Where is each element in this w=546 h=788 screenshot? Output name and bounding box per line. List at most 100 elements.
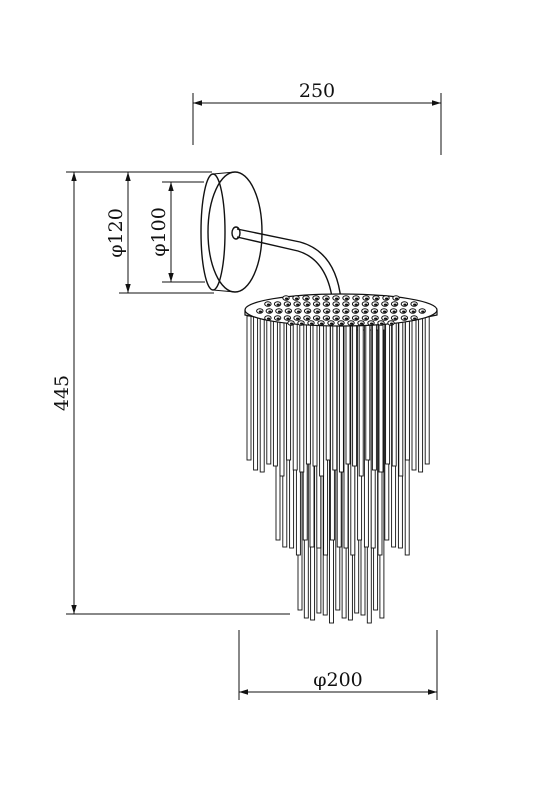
canopy-bead-shadow	[393, 317, 397, 320]
wall-backplate	[200, 171, 263, 293]
canopy-bead-shadow	[258, 310, 262, 313]
canopy-bead-shadow	[383, 317, 388, 320]
crystal-rod	[266, 315, 272, 465]
canopy-bead-shadow	[310, 322, 314, 325]
canopy-bead-shadow	[345, 297, 349, 300]
canopy-bead-shadow	[295, 297, 299, 300]
canopy-bead-shadow	[421, 310, 425, 313]
canopy-bead-shadow	[300, 322, 304, 325]
dimension-label-phi100: φ100	[148, 207, 170, 257]
canopy-bead-shadow	[402, 310, 406, 313]
dimension-body-diameter: φ200	[238, 630, 438, 700]
canopy-bead-shadow	[380, 322, 384, 325]
canopy-bead-shadow	[413, 303, 417, 306]
crystal-rod	[259, 315, 265, 473]
crystal-rod	[378, 315, 384, 473]
canopy-bead-shadow	[355, 297, 359, 300]
dimension-arm-projection: 250	[192, 80, 442, 155]
crystal-rod	[404, 315, 410, 461]
crystal-rods	[246, 315, 430, 624]
canopy-bead-shadow	[335, 297, 339, 300]
dimension-label-250: 250	[299, 80, 335, 102]
crystal-rod	[279, 315, 285, 477]
canopy-bead-shadow	[374, 317, 378, 320]
canopy-bead-shadow	[305, 317, 310, 320]
canopy-bead-shadow	[305, 303, 310, 306]
canopy-bead-shadow	[266, 303, 271, 306]
canopy-bead-shadow	[354, 303, 358, 306]
crystal-rod	[358, 315, 364, 477]
canopy-bead-shadow	[385, 297, 389, 300]
canopy-bead-shadow	[276, 317, 280, 320]
canopy-bead-shadow	[411, 310, 415, 313]
canopy-bead-shadow	[316, 310, 320, 313]
canopy-bead-shadow	[276, 303, 280, 306]
canopy-bead-shadow	[285, 297, 289, 300]
crystal-rod	[253, 315, 259, 471]
crystal-rod	[305, 315, 311, 465]
canopy-bead-shadow	[413, 317, 417, 320]
canopy-bead-shadow	[364, 303, 368, 306]
canopy-bead-shadow	[315, 317, 319, 320]
crystal-rod	[345, 315, 351, 465]
canopy-bead-shadow	[296, 303, 300, 306]
canopy-bead-shadow	[383, 303, 388, 306]
crystal-rod	[411, 315, 417, 471]
canopy-bead-shadow	[266, 317, 271, 320]
canopy-bead-shadow	[403, 317, 407, 320]
crystal-rod	[299, 315, 305, 473]
canopy-bead-shadow	[360, 322, 364, 325]
canopy-bead-shadow	[335, 303, 339, 306]
dimension-label-phi120: φ120	[105, 208, 127, 258]
crystal-rod	[398, 315, 404, 477]
canopy-bead-shadow	[354, 317, 358, 320]
canopy-bead-shadow	[325, 297, 329, 300]
canopy-bead-shadow	[290, 322, 294, 325]
canopy-bead-shadow	[286, 303, 290, 306]
crystal-rod	[325, 315, 331, 461]
canopy-bead-shadow	[344, 310, 348, 313]
canopy-bead-shadow	[395, 297, 399, 300]
canopy-beads	[256, 295, 426, 326]
canopy-bead-shadow	[344, 303, 349, 306]
crystal-rod	[418, 315, 424, 473]
canopy-bead-shadow	[305, 297, 309, 300]
crystal-rod	[246, 315, 252, 461]
crystal-rod	[319, 315, 325, 477]
crystal-rod	[286, 315, 292, 461]
canopy-bead-shadow	[364, 317, 368, 320]
canopy-bead-shadow	[340, 322, 344, 325]
dimension-label-445: 445	[51, 375, 73, 411]
canopy-bead-shadow	[374, 303, 378, 306]
canopy-bead-shadow	[344, 317, 349, 320]
canopy-bead-shadow	[286, 317, 290, 320]
crystal-rod	[338, 315, 344, 473]
canopy-bead-shadow	[383, 310, 387, 313]
canopy-bead-shadow	[335, 310, 339, 313]
crystal-rod	[424, 315, 430, 465]
crystal-rod	[352, 315, 358, 467]
canopy-bead-shadow	[375, 297, 379, 300]
canopy-bead-shadow	[296, 317, 300, 320]
canopy-bead-shadow	[393, 303, 397, 306]
canopy-bead-shadow	[330, 322, 334, 325]
canopy-disc	[244, 293, 438, 327]
canopy-bead-shadow	[320, 322, 324, 325]
canopy-bead-shadow	[325, 303, 329, 306]
canopy-bead-shadow	[315, 303, 319, 306]
canopy-bead-shadow	[297, 310, 301, 313]
dimension-backplate-inner: φ100	[148, 181, 205, 283]
canopy-bead-shadow	[370, 322, 374, 325]
dimension-overall-height: 445	[51, 171, 290, 615]
canopy-bead-shadow	[365, 297, 369, 300]
canopy-bead-shadow	[315, 297, 319, 300]
crystal-rod	[385, 315, 391, 465]
canopy-bead-shadow	[390, 322, 394, 325]
canopy-bead-shadow	[287, 310, 291, 313]
lamp-arm	[231, 226, 342, 305]
crystal-rod	[332, 315, 338, 471]
canopy-bead-shadow	[306, 310, 310, 313]
dimension-backplate-outer: φ120	[105, 172, 214, 294]
crystal-rod	[292, 315, 298, 471]
